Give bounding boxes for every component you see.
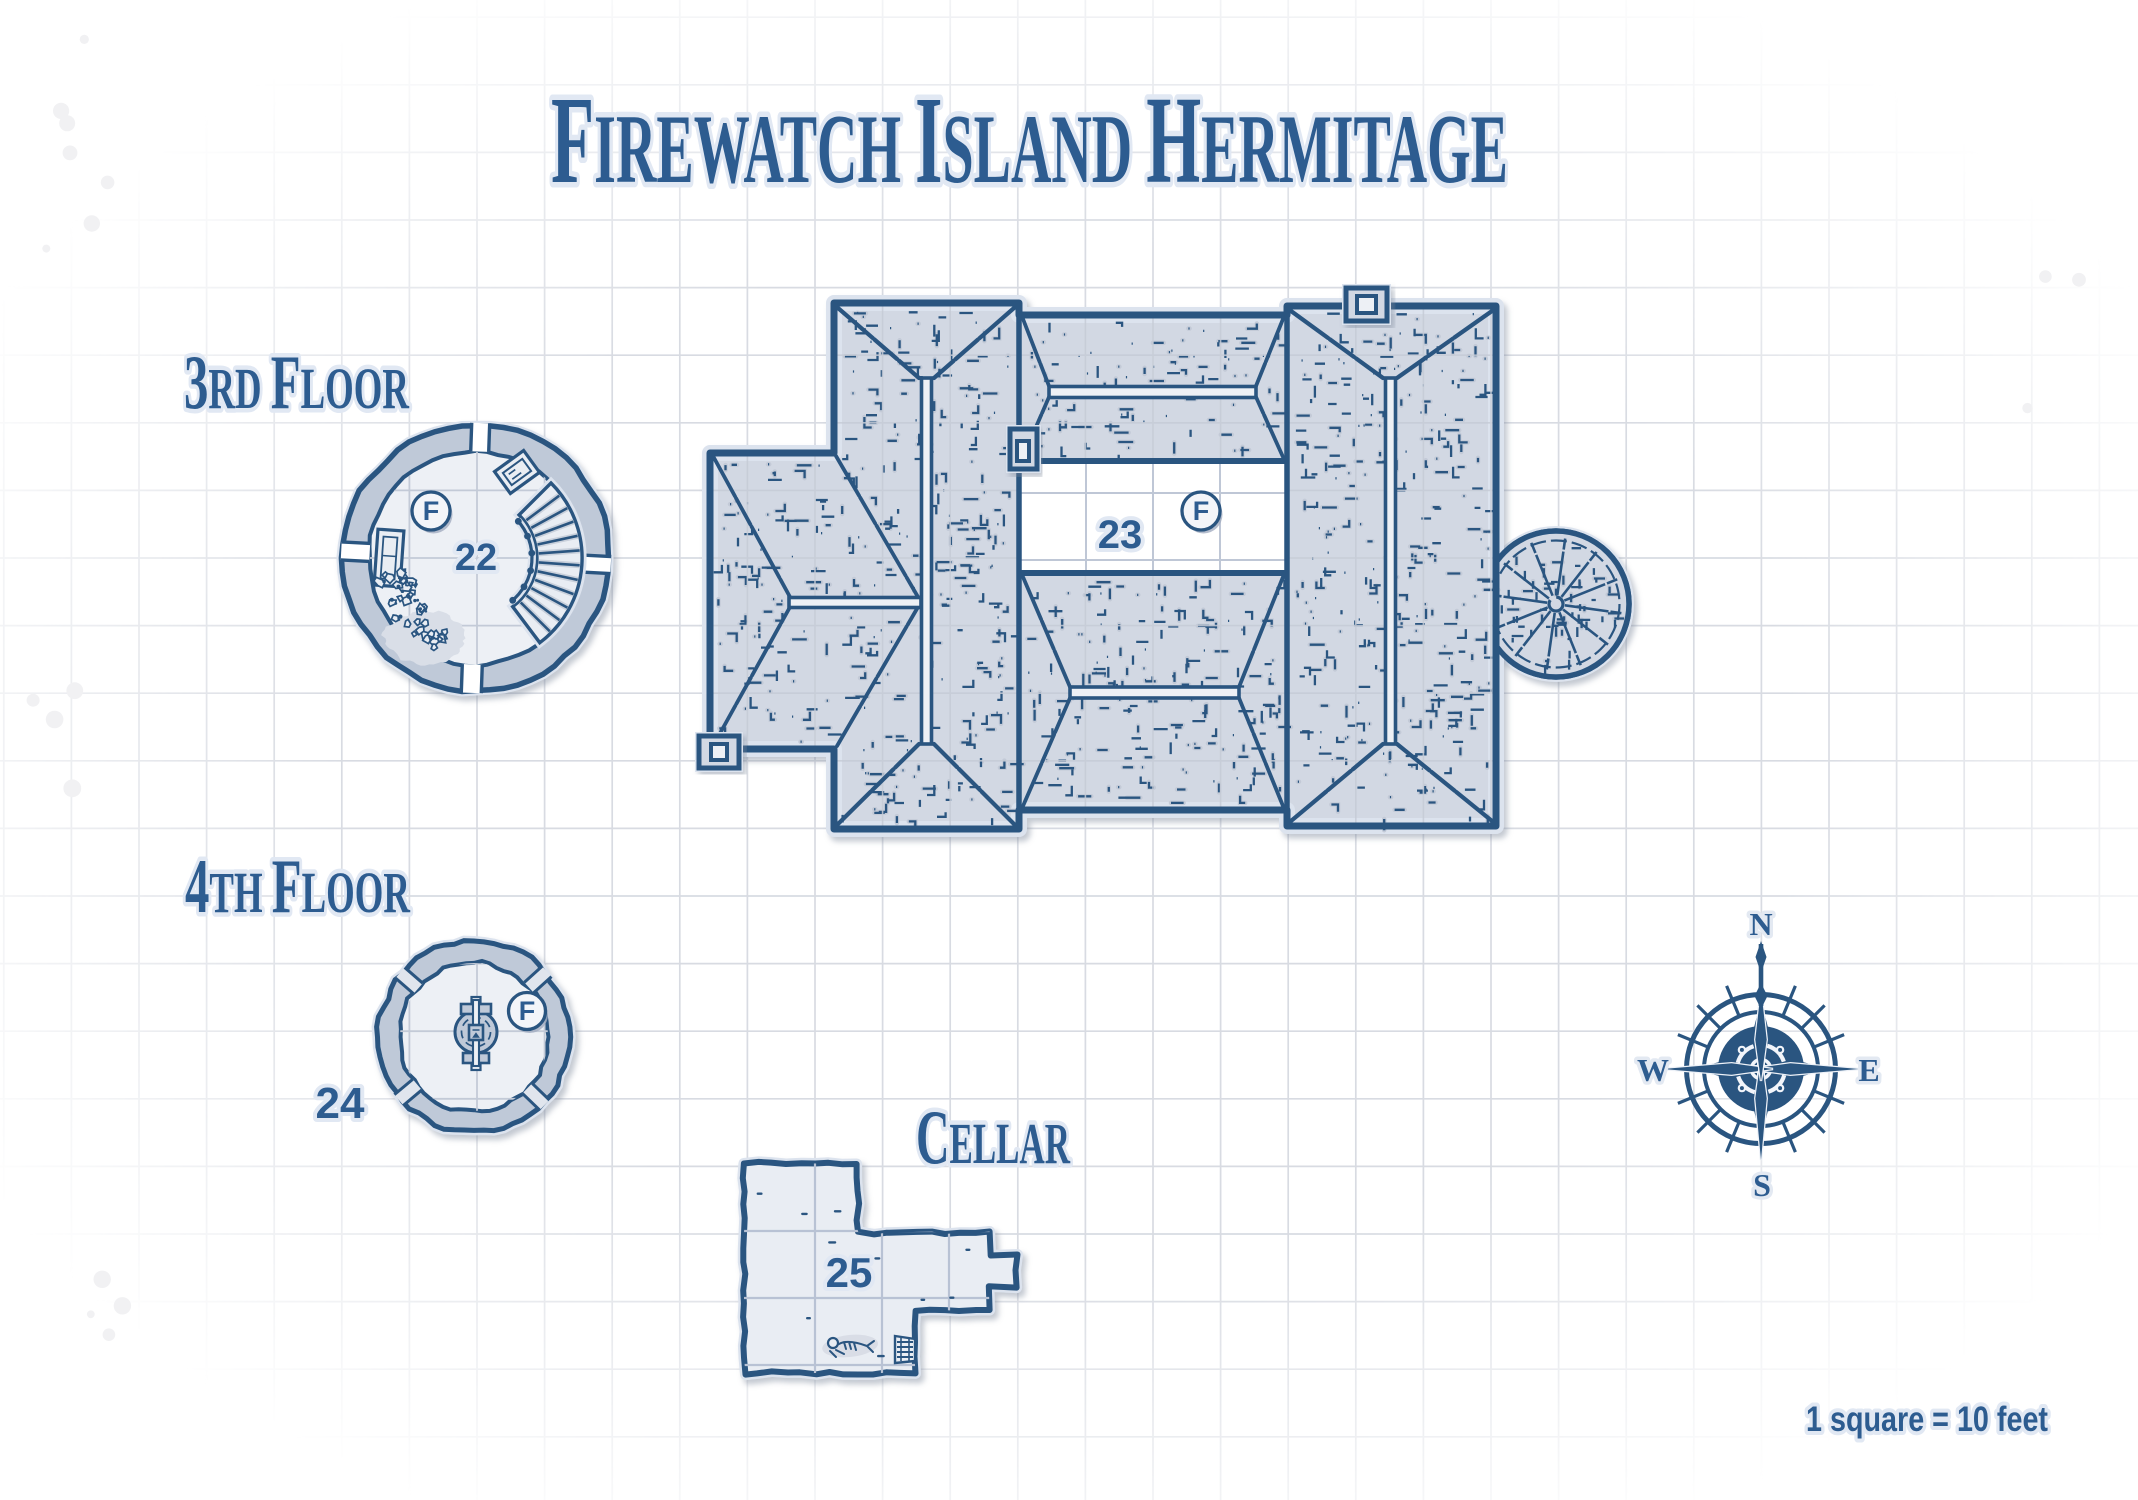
svg-text:24: 24 — [316, 1079, 365, 1128]
svg-text:E: E — [1858, 1052, 1879, 1088]
svg-text:F: F — [1193, 496, 1210, 526]
svg-text:CELLAR: CELLAR — [916, 1094, 1071, 1180]
svg-text:4TH FLOOR: 4TH FLOOR — [185, 843, 411, 929]
svg-text:22: 22 — [455, 537, 497, 579]
svg-text:1 square = 10 feet: 1 square = 10 feet — [1806, 1400, 2048, 1439]
svg-text:25: 25 — [826, 1249, 873, 1296]
svg-text:FIREWATCH ISLAND HERMITAGE: FIREWATCH ISLAND HERMITAGE — [551, 72, 1508, 210]
svg-text:N: N — [1749, 906, 1772, 942]
svg-text:3RD FLOOR: 3RD FLOOR — [184, 339, 410, 425]
svg-text:F: F — [519, 996, 536, 1026]
svg-text:23: 23 — [1098, 513, 1143, 557]
svg-text:W: W — [1637, 1052, 1669, 1088]
svg-text:S: S — [1753, 1167, 1771, 1203]
svg-text:F: F — [423, 496, 440, 526]
